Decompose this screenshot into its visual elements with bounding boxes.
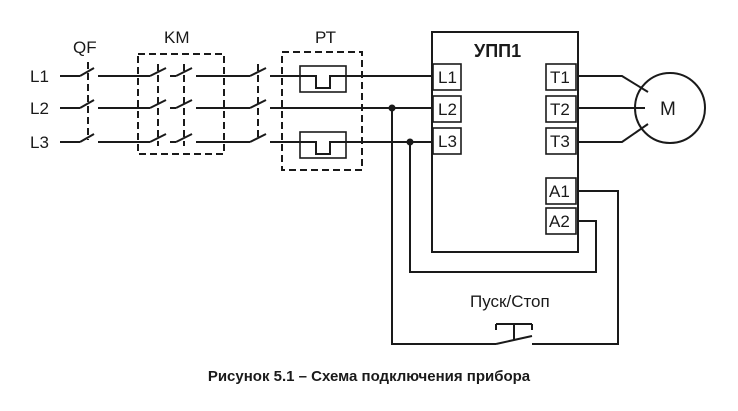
pt-label: РТ — [315, 28, 336, 47]
device-title: УПП1 — [474, 41, 521, 61]
terminal-ctrl-a2: A2 — [545, 207, 577, 235]
figure-caption: Рисунок 5.1 – Схема подключения прибора — [207, 368, 531, 385]
motor: M — [634, 72, 706, 144]
terminal-ctrl-a1: A1 — [545, 177, 577, 205]
svg-text:A2: A2 — [549, 212, 570, 231]
terminal-in-l3: L3 — [432, 127, 462, 155]
start-stop-button — [495, 323, 533, 345]
pt-relay-box — [281, 51, 363, 171]
phase-line-l1 — [60, 67, 432, 77]
phase-line-l2 — [60, 99, 432, 109]
svg-text:T1: T1 — [550, 68, 570, 87]
terminal-in-l1: L1 — [432, 63, 462, 91]
qf-label: QF — [73, 38, 97, 57]
km-contactor-box — [137, 53, 225, 155]
motor-label: M — [660, 99, 676, 120]
motor-wires — [578, 75, 649, 143]
terminal-out-t3: T3 — [545, 127, 577, 155]
svg-text:L2: L2 — [438, 100, 457, 119]
control-wiring — [391, 108, 619, 345]
terminal-out-t1: T1 — [545, 63, 577, 91]
input-label-l1: L1 — [30, 67, 49, 86]
start-stop-label: Пуск/Стоп — [470, 292, 550, 311]
svg-text:L3: L3 — [438, 132, 457, 151]
svg-text:T2: T2 — [550, 100, 570, 119]
terminal-out-t2: T2 — [545, 95, 577, 123]
thermal-element-top — [299, 65, 347, 93]
svg-text:L1: L1 — [438, 68, 457, 87]
thermal-element-bottom — [299, 131, 347, 159]
input-label-l3: L3 — [30, 133, 49, 152]
svg-text:T3: T3 — [550, 132, 570, 151]
svg-text:A1: A1 — [549, 182, 570, 201]
phase-line-l3 — [60, 133, 432, 143]
input-label-l2: L2 — [30, 99, 49, 118]
km-label: KM — [164, 28, 190, 47]
terminal-in-l2: L2 — [432, 95, 462, 123]
